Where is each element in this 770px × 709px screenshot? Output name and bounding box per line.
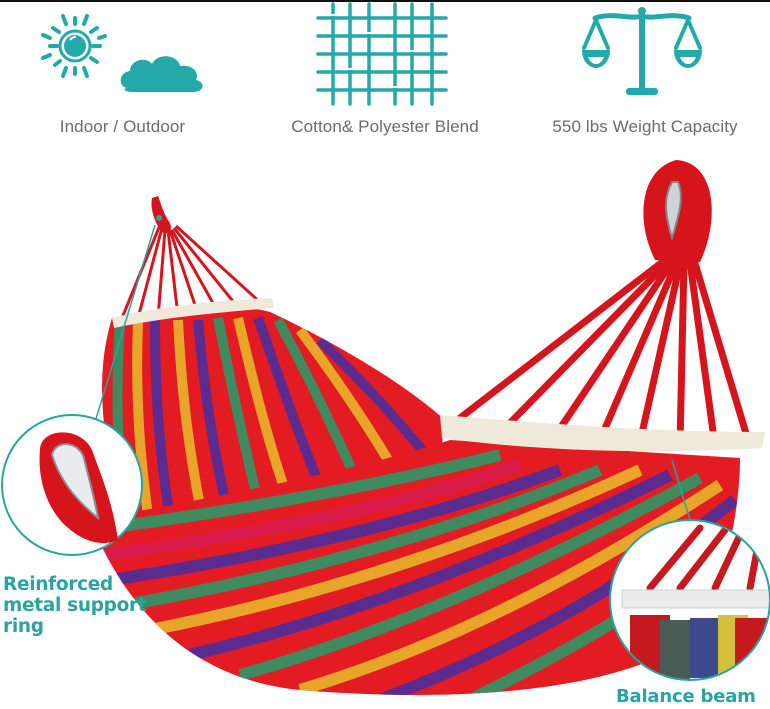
sun-cloud-icon xyxy=(41,14,203,92)
right-ropes xyxy=(456,256,752,450)
feature-fabric: Cotton& Polyester Blend xyxy=(260,0,510,150)
balance-scale-icon xyxy=(582,7,702,95)
feature-label: Indoor / Outdoor xyxy=(59,117,186,136)
ring-callout-line-3: ring xyxy=(3,616,44,637)
right-spreader-bar xyxy=(440,415,765,452)
beam-detail-inset xyxy=(609,519,770,681)
beam-callout-line xyxy=(671,459,691,521)
feature-label: Cotton& Polyester Blend xyxy=(291,117,479,136)
top-border xyxy=(0,0,770,2)
woven-fabric-icon xyxy=(316,2,448,106)
feature-indoor-outdoor: Indoor / Outdoor xyxy=(0,0,245,150)
ring-detail-inset xyxy=(1,414,143,556)
beam-callout-label: Balance beam xyxy=(616,686,756,707)
ring-callout-line-2: metal support xyxy=(3,595,147,616)
ring-callout-line-1: Reinforced xyxy=(3,574,113,595)
left-spreader-bar xyxy=(112,298,274,328)
feature-weight-capacity: 550 lbs Weight Capacity xyxy=(520,0,770,150)
feature-label: 550 lbs Weight Capacity xyxy=(552,117,738,136)
ring-callout-label: Reinforced metal support ring xyxy=(3,574,147,637)
ring-callout-line xyxy=(91,224,156,433)
